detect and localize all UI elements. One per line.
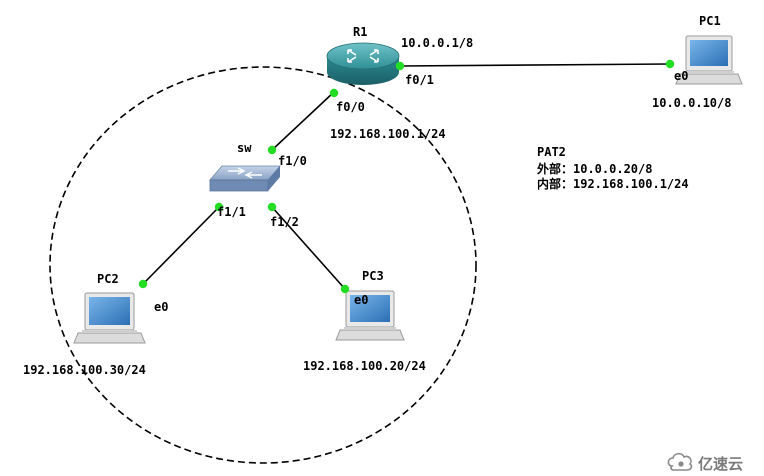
pc1[interactable]: PC1 — [675, 14, 743, 85]
pc1-port-e0: e0 — [674, 69, 688, 83]
r1-port-f0-0: f0/0 — [336, 100, 365, 114]
r1-inside-ip: 192.168.100.1/24 — [330, 127, 446, 141]
pc3[interactable]: PC3 — [335, 269, 405, 341]
switch-icon — [209, 165, 281, 192]
link-r1-pc1 — [399, 63, 671, 67]
pc2-port-e0: e0 — [154, 300, 168, 314]
notes-outside: 外部：10.0.0.20/8 — [537, 161, 652, 176]
sw-port-f1-0: f1/0 — [278, 154, 307, 168]
link-sw-pc2 — [142, 206, 220, 285]
computer-icon — [675, 35, 743, 85]
port-dot — [214, 202, 224, 212]
sw-port-f1-2: f1/2 — [270, 215, 299, 229]
port-dot — [138, 279, 148, 289]
pc1-name: PC1 — [699, 14, 721, 28]
pc1-ip: 10.0.0.10/8 — [652, 96, 731, 110]
lan-boundary — [49, 66, 477, 464]
switch-sw-name: sw — [237, 141, 252, 155]
pc3-ip: 192.168.100.20/24 — [303, 359, 426, 373]
r1-outside-ip: 10.0.0.1/8 — [401, 36, 473, 50]
pc3-port-e0: e0 — [354, 293, 368, 307]
sw-port-f1-1: f1/1 — [217, 205, 246, 219]
port-dot — [267, 202, 277, 212]
port-dot — [340, 284, 350, 294]
port-dot — [395, 61, 405, 71]
port-dot — [329, 88, 339, 98]
watermark: 亿速云 — [667, 452, 743, 473]
link-sw-pc3 — [271, 206, 346, 290]
router-r1[interactable]: R1 — [326, 25, 400, 85]
watermark-text: 亿速云 — [698, 455, 743, 473]
computer-icon — [335, 290, 405, 341]
port-dot — [267, 145, 277, 155]
switch-sw[interactable]: sw — [209, 141, 281, 192]
pc3-name: PC3 — [362, 269, 384, 283]
notes-title: PAT2 — [537, 145, 566, 159]
router-r1-name: R1 — [353, 25, 367, 39]
pc2-ip: 192.168.100.30/24 — [23, 363, 146, 377]
pc2[interactable]: PC2 — [73, 272, 146, 344]
computer-icon — [73, 292, 146, 344]
r1-port-f0-1: f0/1 — [405, 73, 434, 87]
cloud-logo-icon — [667, 452, 693, 471]
port-dot — [665, 59, 675, 69]
pc2-name: PC2 — [97, 272, 119, 286]
notes-inside: 内部：192.168.100.1/24 — [537, 176, 689, 191]
router-icon — [326, 42, 400, 85]
link-r1-sw — [271, 91, 335, 151]
